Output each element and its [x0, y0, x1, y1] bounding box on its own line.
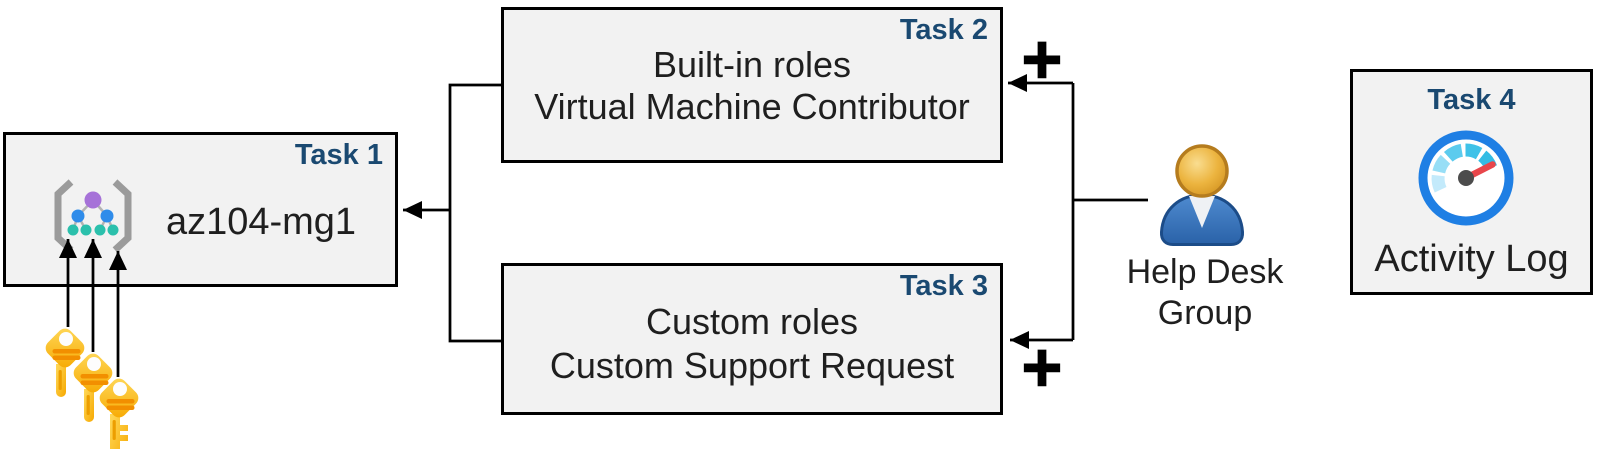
task1-box: Task 1 az104-mg1 [3, 132, 398, 287]
key-icon [45, 328, 139, 449]
task3-text: Custom roles Custom Support Request [504, 300, 1000, 388]
task3-line2: Custom Support Request [549, 345, 955, 386]
task2-box: Task 2 Built-in roles Virtual Machine Co… [501, 7, 1003, 163]
user-person-icon [1159, 144, 1245, 246]
task3-box: Task 3 Custom roles Custom Support Reque… [501, 263, 1003, 415]
task2-line2: Virtual Machine Contributor [534, 86, 970, 127]
task3-label: Task 3 [899, 270, 988, 302]
task1-label: Task 1 [294, 139, 383, 171]
plus-icon: + [1018, 334, 1066, 399]
connector-left-bracket [448, 83, 501, 343]
activity-log-gauge-icon [1418, 130, 1514, 226]
task4-label: Task 4 [1427, 84, 1516, 116]
task2-text: Built-in roles Virtual Machine Contribut… [504, 44, 1000, 128]
actor-name: Help Desk Group [1126, 253, 1284, 332]
key-icon-1 [45, 328, 85, 397]
key-icon-2 [73, 353, 113, 422]
task2-label: Task 2 [899, 14, 988, 46]
task4-box: Task 4 Activity Log [1350, 69, 1593, 295]
plus-icon: + [1018, 26, 1066, 91]
key-icon-3 [99, 378, 139, 449]
task3-line1: Custom roles [645, 301, 859, 342]
management-group-icon [54, 179, 132, 253]
activity-log-caption: Activity Log [1374, 238, 1569, 280]
management-group-name: az104-mg1 [165, 201, 357, 243]
task2-line1: Built-in roles [652, 44, 852, 85]
